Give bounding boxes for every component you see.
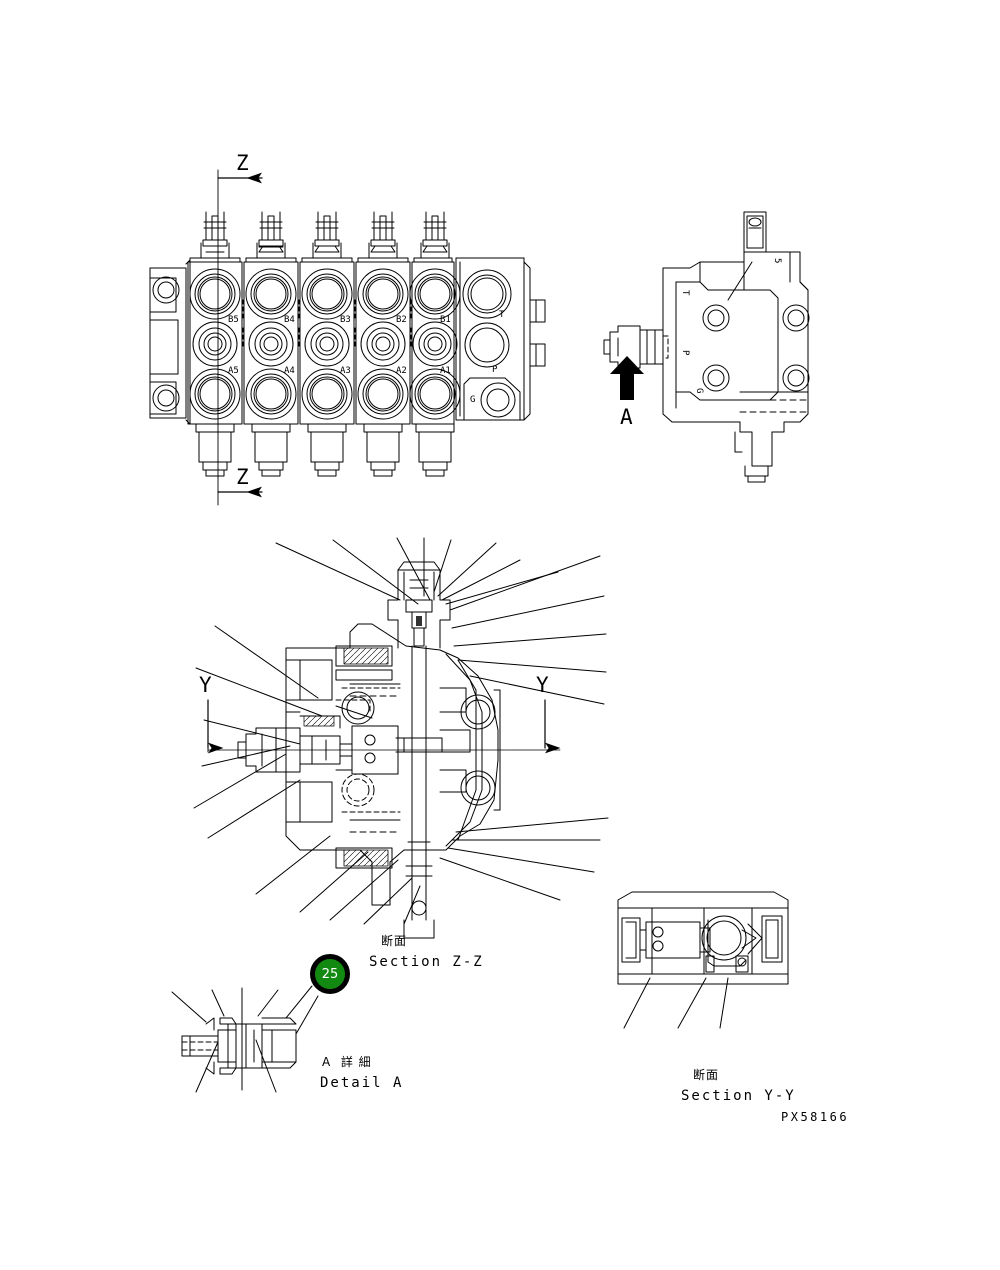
section-marker-y-left: Y [199,673,212,697]
end-view-port-label-g: G [694,388,704,394]
port-label-b1: B1 [440,315,451,325]
section-yy-caption-en: Section Y-Y [681,1088,796,1104]
section-marker-z-bottom: Z [236,465,249,489]
part-callout-number: 25 [321,966,339,982]
port-label-a2: A2 [396,366,407,376]
port-label-b4: B4 [284,315,295,325]
port-label-t: T [499,310,505,320]
port-label-b5: B5 [228,315,239,325]
drawing-code: PX58166 [781,1110,850,1124]
port-label-a5: A5 [228,366,239,376]
valve-end-view [603,211,810,483]
valve-end-block [455,257,546,421]
port-label-p: P [492,365,498,375]
valve-assembly-front-view [149,169,546,506]
port-label-a3: A3 [340,366,351,376]
section-marker-a-arrow: A [620,405,633,429]
detail-a-caption-en: Detail A [320,1075,404,1091]
port-label-a1: A1 [440,366,451,376]
port-label-a4: A4 [284,366,295,376]
detail-a-caption-jp: A 詳 細 [322,1055,372,1069]
part-callout-25[interactable]: 25 [310,954,350,994]
end-view-port-label-p: P [680,350,690,356]
section-marker-y-right: Y [536,673,549,697]
end-view-port-label-t: T [680,290,690,296]
port-label-b3: B3 [340,315,351,325]
end-view-port-label-5: 5 [772,258,782,264]
port-label-b2: B2 [396,315,407,325]
section-yy-view [617,891,789,1029]
section-zz-caption-en: Section Z-Z [369,954,484,970]
section-zz-caption-jp: 断面 [381,934,408,948]
section-marker-z-top: Z [236,151,249,175]
section-zz-view [193,537,609,939]
port-label-g: G [470,395,476,405]
section-yy-caption-jp: 断面 [693,1068,720,1082]
detail-a-view [171,985,319,1093]
